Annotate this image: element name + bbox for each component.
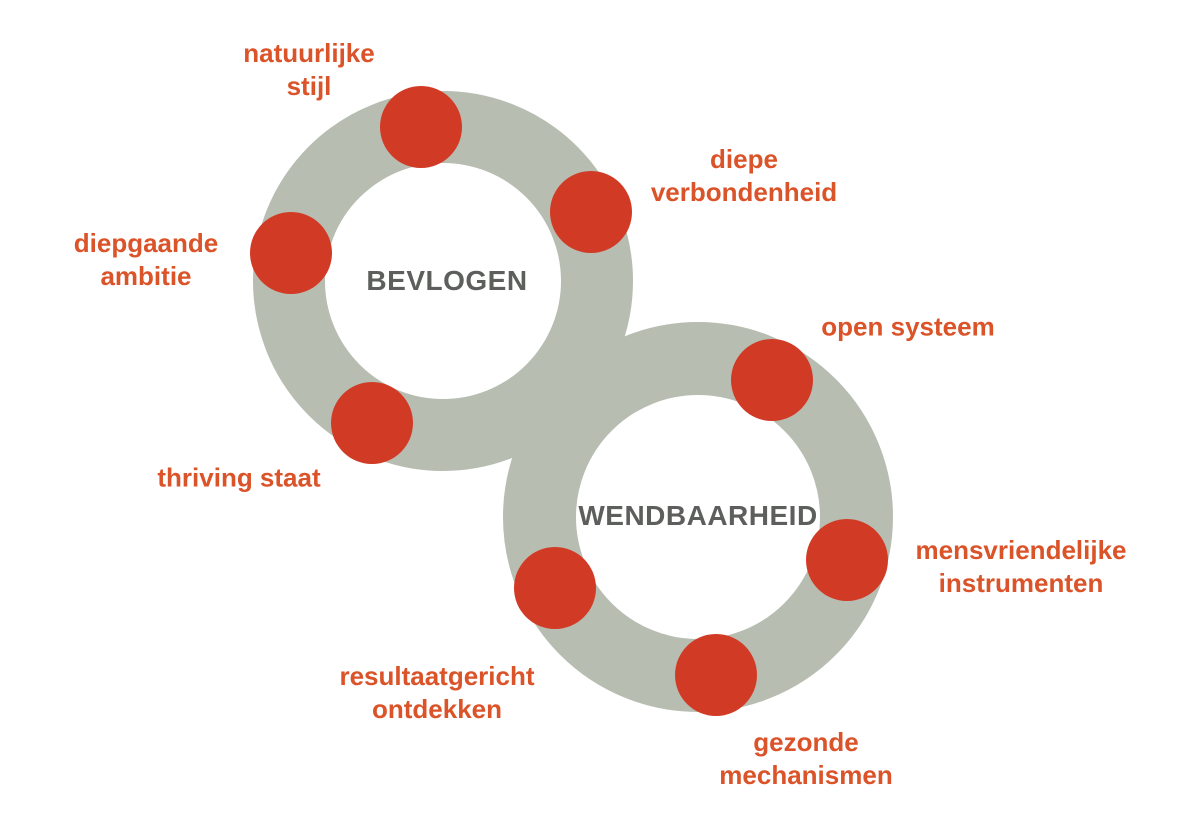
ring-title-wendbaarheid: WENDBAARHEID bbox=[578, 500, 818, 531]
label-open-systeem: open systeem bbox=[821, 311, 995, 342]
label-resultaatgericht-ontdekken: resultaatgericht ontdekken bbox=[339, 660, 535, 724]
label-thriving-staat: thriving staat bbox=[157, 462, 321, 493]
ring-title-bevlogen: BEVLOGEN bbox=[366, 265, 528, 296]
label-diepgaande-ambitie: diepgaande ambitie bbox=[73, 227, 219, 291]
node-thriving-staat bbox=[331, 382, 413, 464]
node-mensvriendelijke-instrumenten bbox=[806, 519, 888, 601]
label-mensvriendelijke-instrumenten: mensvriendelijke instrumenten bbox=[915, 534, 1127, 598]
label-gezonde-mechanismen: gezonde mechanismen bbox=[719, 726, 893, 790]
label-diepe-verbondenheid: diepe verbondenheid bbox=[650, 143, 838, 207]
node-resultaatgericht-ontdekken bbox=[514, 547, 596, 629]
node-natuurlijke-stijl bbox=[380, 86, 462, 168]
node-diepe-verbondenheid bbox=[550, 171, 632, 253]
node-diepgaande-ambitie bbox=[250, 212, 332, 294]
node-gezonde-mechanismen bbox=[675, 634, 757, 716]
label-natuurlijke-stijl: natuurlijke stijl bbox=[243, 37, 375, 101]
node-open-systeem bbox=[731, 339, 813, 421]
